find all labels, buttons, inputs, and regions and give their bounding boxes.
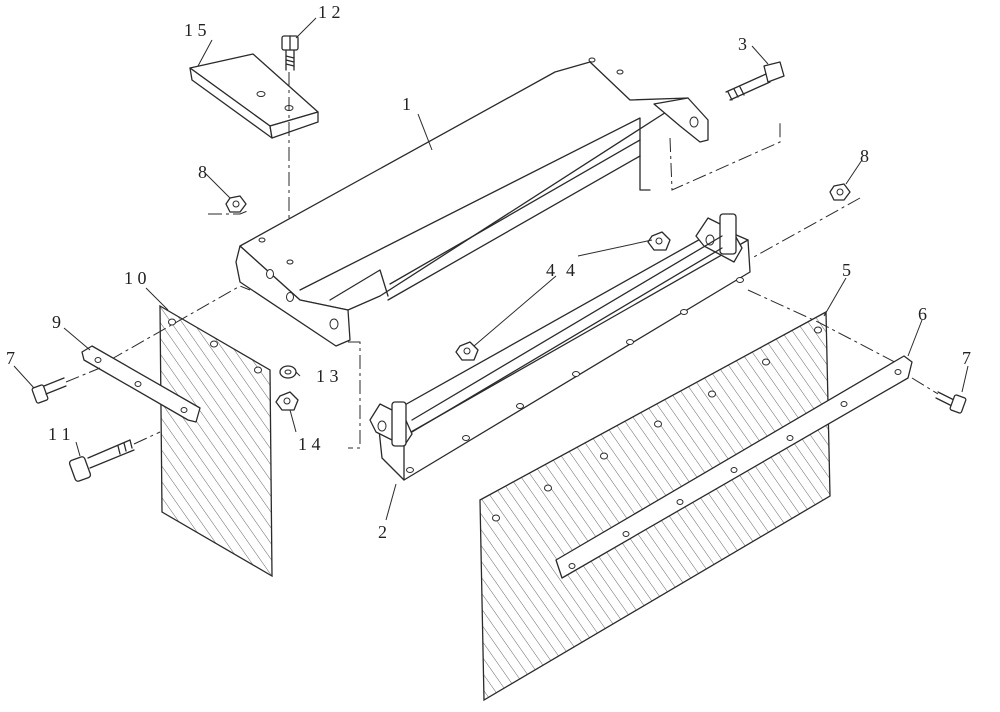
- leader-lines: [13, 17, 969, 521]
- label-14: 1 4: [298, 434, 321, 454]
- nut-4-upper: [647, 231, 671, 251]
- label-9: 9: [52, 312, 61, 332]
- bolt-3: [725, 61, 785, 101]
- label-15: 1 5: [184, 20, 207, 40]
- bolt-11: [68, 439, 135, 482]
- nut-8-right: [829, 183, 851, 201]
- projection-3: [669, 120, 781, 191]
- centerline-7-left: [65, 367, 101, 383]
- centerline-8-left: [208, 209, 251, 215]
- label-7-right: 7: [962, 348, 971, 368]
- label-4-upper: 4: [566, 260, 575, 280]
- label-8-left: 8: [198, 162, 207, 182]
- centerline-8-right: [751, 197, 861, 259]
- label-2: 2: [378, 522, 387, 542]
- label-6: 6: [918, 304, 927, 324]
- main-beam-1: [235, 57, 709, 347]
- nut-8-left: [225, 195, 247, 213]
- label-5: 5: [842, 260, 851, 280]
- centerline-7-right: [911, 377, 939, 395]
- nut-4-lower: [455, 341, 479, 361]
- rubber-flap-10: [159, 304, 273, 578]
- label-11: 1 1: [48, 424, 71, 444]
- label-10: 1 0: [124, 268, 147, 288]
- label-1: 1: [402, 94, 411, 114]
- strip-6: [555, 355, 913, 579]
- label-13: 1 3: [316, 366, 339, 386]
- plate-15: [189, 53, 319, 139]
- projection-13: [348, 341, 361, 449]
- label-7-left: 7: [6, 348, 15, 368]
- bolt-12: [281, 35, 299, 71]
- centerline-11: [133, 431, 161, 445]
- nut-14: [275, 391, 299, 411]
- channel-2: [369, 213, 751, 481]
- strip-9: [81, 345, 201, 423]
- label-4-lower: 4: [546, 260, 555, 280]
- centerline-5: [747, 289, 911, 371]
- washer-13: [279, 365, 297, 379]
- label-12: 1 2: [318, 2, 341, 22]
- bolt-7-left: [31, 377, 67, 404]
- label-8-right: 8: [860, 146, 869, 166]
- centerline-10: [109, 285, 251, 361]
- label-3-bolt: 3: [738, 34, 747, 54]
- bolt-7-right: [935, 391, 967, 414]
